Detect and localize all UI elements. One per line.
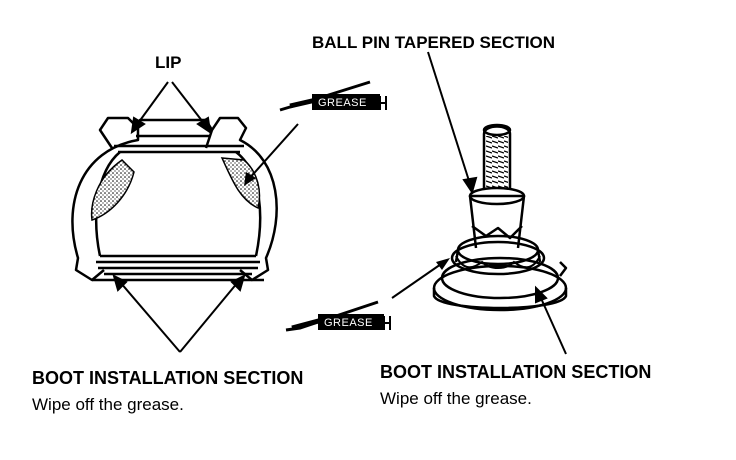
ball-joint (432, 123, 568, 312)
label-boot-installation-left: BOOT INSTALLATION SECTION (32, 368, 303, 388)
grease-pocket-right (220, 157, 261, 210)
stud-threads (486, 136, 508, 190)
label-boot-installation-right: BOOT INSTALLATION SECTION (380, 362, 651, 382)
grease-pocket-left (90, 159, 135, 221)
label-lip: LIP (155, 53, 181, 72)
label-ball-pin-tapered-section: BALL PIN TAPERED SECTION (312, 33, 555, 52)
note-wipe-grease-right: Wipe off the grease. (380, 389, 532, 408)
note-wipe-grease-left: Wipe off the grease. (32, 395, 184, 414)
boot-install-arrows-left (112, 274, 246, 353)
grease-tag-lower: GREASE (324, 317, 373, 329)
boot-install-arrow-right (535, 285, 567, 355)
ball-pin-arrow (427, 51, 478, 195)
grease-tag-upper: GREASE (318, 97, 367, 109)
grease-tube-lower (285, 258, 450, 332)
lip-arrows (130, 81, 212, 135)
boot-bellows (455, 255, 541, 269)
grease-tube-upper (244, 80, 387, 186)
